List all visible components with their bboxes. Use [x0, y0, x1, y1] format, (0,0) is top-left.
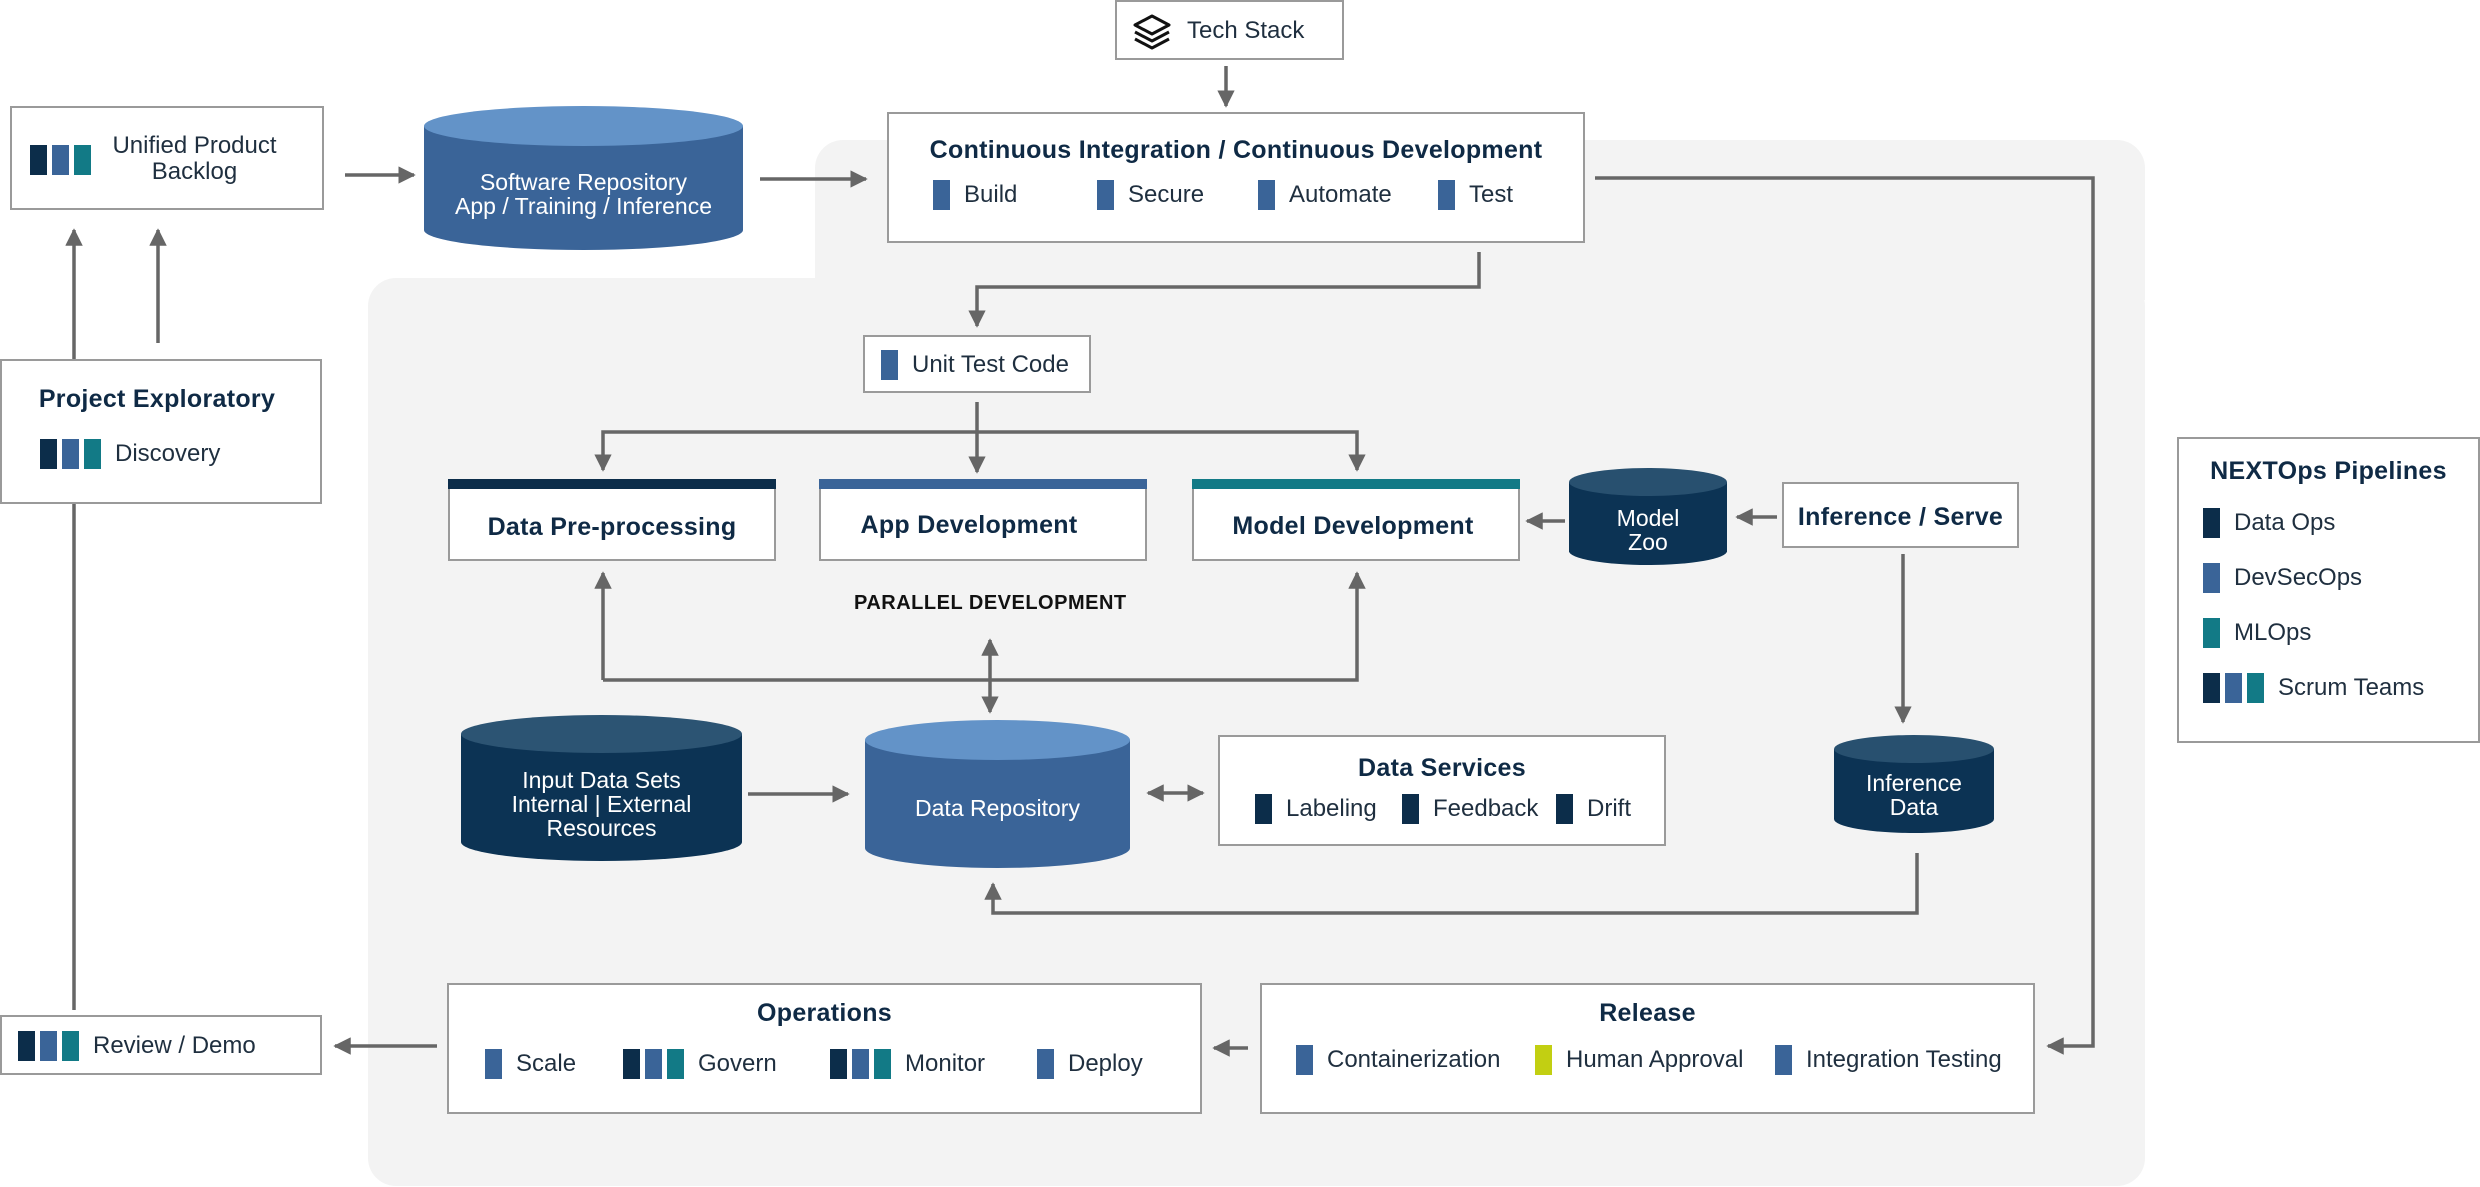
software-repository-line2: App / Training / Inference — [455, 193, 712, 219]
unit-test-code-box[interactable]: Unit Test Code — [863, 335, 1091, 393]
parallel-development-label: PARALLEL DEVELOPMENT — [854, 592, 1127, 614]
inference-serve-box[interactable]: Inference / Serve — [1782, 482, 2019, 548]
layers-icon — [1133, 14, 1171, 50]
operations-item-govern: Govern — [623, 1049, 777, 1079]
release-item-human-approval: Human Approval — [1535, 1045, 1743, 1075]
data-services-item-labeling: Labeling — [1255, 794, 1377, 824]
inference-data-line1: Inference — [1866, 770, 1962, 796]
legend-title: NEXTOps Pipelines — [2210, 457, 2447, 485]
data-services-box[interactable]: Data Services Labeling Feedback Drift — [1218, 735, 1666, 846]
release-title: Release — [1599, 999, 1696, 1027]
release-item-containerization: Containerization — [1296, 1045, 1500, 1075]
input-data-line3: Resources — [546, 815, 657, 841]
release-item-integration-testing: Integration Testing — [1775, 1045, 2002, 1075]
app-development-title: App Development — [860, 511, 1078, 539]
software-repository-line1: Software Repository — [479, 169, 688, 195]
inference-data-line2: Data — [1889, 794, 1939, 820]
data-repository-label: Data Repository — [915, 795, 1080, 821]
tech-stack-box[interactable]: Tech Stack — [1115, 0, 1344, 60]
software-repository-cylinder[interactable]: Software Repository App / Training / Inf… — [424, 106, 743, 250]
cicd-item-secure: Secure — [1097, 180, 1204, 210]
tech-stack-label: Tech Stack — [1187, 17, 1305, 44]
cicd-title: Continuous Integration / Continuous Deve… — [929, 136, 1543, 164]
legend-item-devsecops: DevSecOps — [2203, 563, 2362, 593]
data-services-item-drift: Drift — [1556, 794, 1631, 824]
legend-item-scrum-teams: Scrum Teams — [2203, 673, 2424, 703]
unit-test-code-item: Unit Test Code — [881, 350, 1069, 380]
backlog-label-line1: Unified Product — [112, 132, 277, 159]
input-data-line1: Input Data Sets — [522, 767, 681, 793]
inference-data-cylinder[interactable]: Inference Data — [1834, 735, 1994, 833]
model-development-box[interactable]: Model Development — [1192, 479, 1520, 561]
legend-item-data-ops: Data Ops — [2203, 508, 2335, 538]
input-data-sets-cylinder[interactable]: Input Data Sets Internal | External Reso… — [461, 715, 742, 861]
data-services-title: Data Services — [1358, 754, 1526, 782]
cicd-box[interactable]: Continuous Integration / Continuous Deve… — [887, 112, 1585, 243]
model-zoo-line2: Zoo — [1628, 529, 1668, 555]
backlog-color-squares — [30, 145, 91, 175]
operations-item-scale: Scale — [485, 1049, 576, 1079]
review-demo-item: Review / Demo — [18, 1031, 256, 1061]
input-data-line2: Internal | External — [511, 791, 692, 817]
operations-box[interactable]: Operations Scale Govern Monitor Deploy — [447, 983, 1202, 1114]
model-zoo-line1: Model — [1616, 505, 1680, 531]
project-exploratory-box[interactable]: Project Exploratory Discovery — [0, 359, 322, 504]
backlog-label-line2: Backlog — [151, 158, 238, 185]
legend-item-mlops: MLOps — [2203, 618, 2311, 648]
operations-item-monitor: Monitor — [830, 1049, 985, 1079]
model-development-title: Model Development — [1232, 512, 1474, 540]
legend-box: NEXTOps Pipelines Data Ops DevSecOps MLO… — [2177, 437, 2480, 743]
cicd-item-build: Build — [933, 180, 1017, 210]
discovery-item: Discovery — [40, 439, 220, 469]
release-box[interactable]: Release Containerization Human Approval … — [1260, 983, 2035, 1114]
review-demo-box[interactable]: Review / Demo — [0, 1015, 322, 1075]
project-exploratory-title: Project Exploratory — [38, 385, 276, 413]
data-services-item-feedback: Feedback — [1402, 794, 1538, 824]
cicd-item-automate: Automate — [1258, 180, 1392, 210]
cicd-item-test: Test — [1438, 180, 1513, 210]
model-zoo-cylinder[interactable]: Model Zoo — [1569, 468, 1727, 565]
data-repository-cylinder[interactable]: Data Repository — [865, 720, 1130, 868]
operations-item-deploy: Deploy — [1037, 1049, 1143, 1079]
data-preprocessing-box[interactable]: Data Pre-processing — [448, 479, 776, 561]
unified-product-backlog-box[interactable]: Unified Product Backlog — [10, 106, 324, 210]
inference-serve-title: Inference / Serve — [1797, 503, 2004, 531]
data-preprocessing-title: Data Pre-processing — [487, 513, 737, 541]
operations-title: Operations — [757, 999, 892, 1027]
app-development-box[interactable]: App Development — [819, 479, 1147, 561]
